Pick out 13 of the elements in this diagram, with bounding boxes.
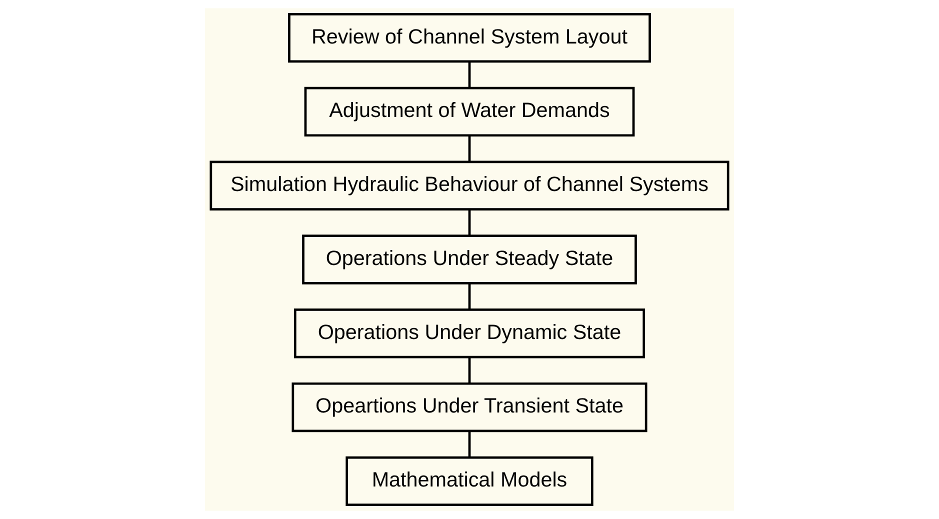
node-box: Adjustment of Water Demands bbox=[304, 86, 635, 137]
node-box: Operations Under Steady State bbox=[302, 234, 637, 284]
connector bbox=[468, 136, 471, 162]
node-box: Simulation Hydraulic Behaviour of Channel Systems bbox=[210, 160, 730, 210]
connector bbox=[468, 283, 471, 310]
node-box: Operations Under Dynamic State bbox=[294, 308, 646, 358]
connector bbox=[468, 210, 471, 236]
connector bbox=[468, 357, 471, 384]
node-box: Opeartions Under Transient State bbox=[292, 382, 648, 432]
connector bbox=[468, 431, 471, 458]
node-box: Mathematical Models bbox=[346, 456, 594, 506]
node-box: Review of Channel System Layout bbox=[288, 13, 651, 63]
connector bbox=[468, 62, 471, 88]
